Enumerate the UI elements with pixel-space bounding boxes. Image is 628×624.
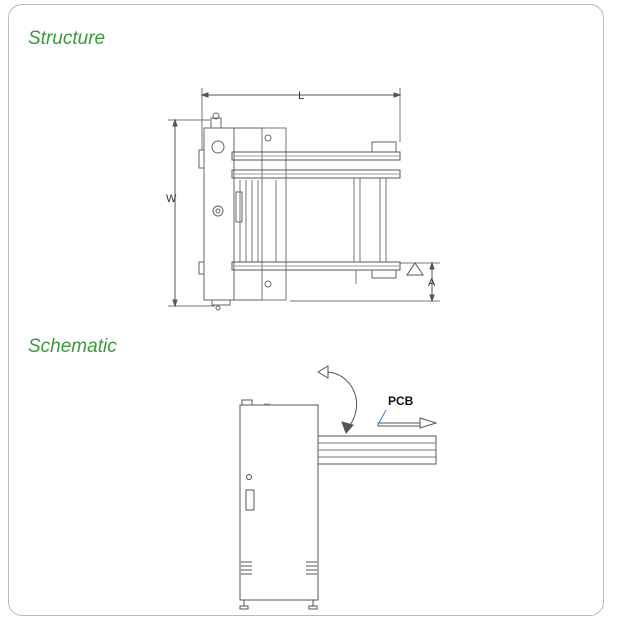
pcb-board (377, 409, 438, 429)
content-card (8, 4, 604, 616)
dimension-length (200, 88, 402, 150)
dimension-width-label: W (166, 193, 177, 205)
conveyor-frame (233, 127, 287, 301)
structure-heading: Structure (28, 28, 106, 49)
dimension-height-a-label: A (428, 277, 436, 289)
pcb-label: PCB (388, 394, 414, 408)
structure-top-view: L W A (166, 88, 440, 311)
schematic-conveyor (317, 435, 437, 465)
dimension-height-a (290, 261, 440, 303)
schematic-side-view: PCB (239, 365, 438, 610)
schematic-heading: Schematic (28, 336, 117, 357)
rotation-arrow (317, 365, 358, 434)
cabinet-body (198, 112, 235, 311)
dimension-length-label: L (298, 90, 304, 102)
dimension-width (168, 118, 215, 308)
schematic-cabinet (239, 399, 319, 610)
conveyor-rails (231, 141, 401, 284)
